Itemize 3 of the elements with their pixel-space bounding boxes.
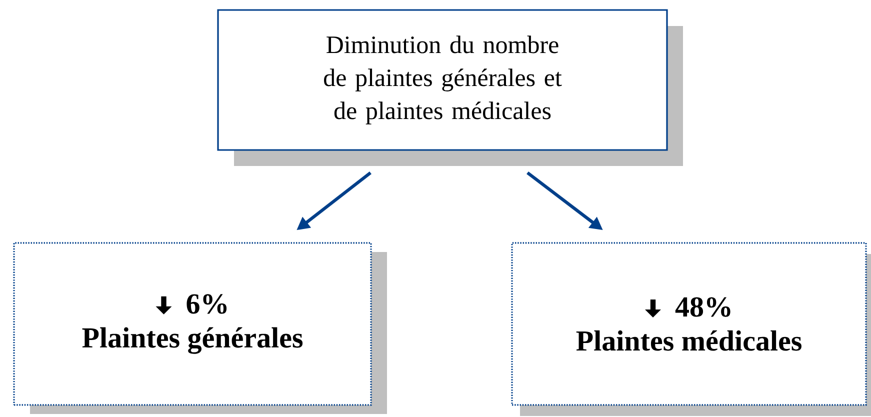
result-box: 6% Plaintes générales bbox=[13, 242, 372, 406]
result-box: 48% Plaintes médicales bbox=[511, 242, 867, 406]
statement-box: Diminution du nombre de plaintes générales et de plaintes médicales bbox=[217, 9, 668, 151]
